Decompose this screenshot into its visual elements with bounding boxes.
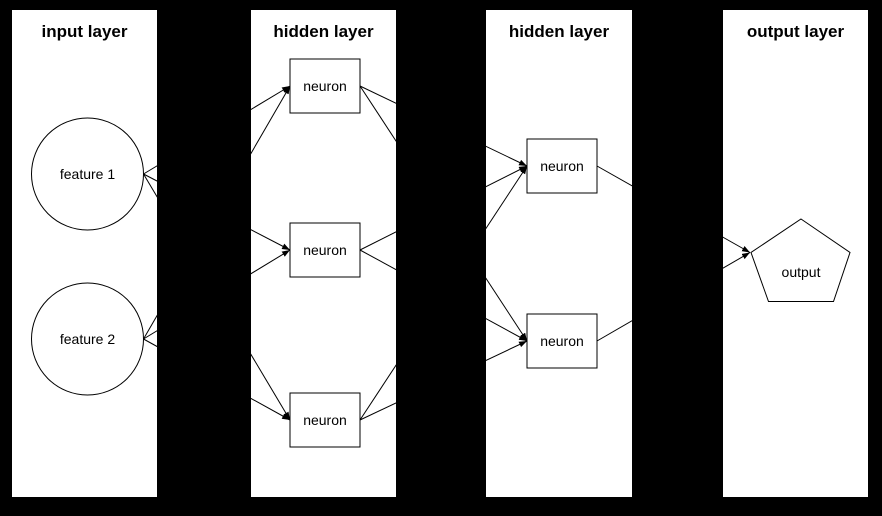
- edge-h1n2-h2n1: [359, 165, 528, 251]
- edge-h1n3-h2n1: [359, 165, 528, 421]
- node-h1n2: [289, 222, 361, 278]
- node-h1n3: [289, 392, 361, 448]
- edge-feature2-h1n1: [143, 85, 291, 340]
- panel-input-layer: [12, 10, 157, 497]
- node-feature1: [31, 117, 144, 231]
- node-h1n2-label: neuron: [303, 242, 347, 258]
- node-h2n2: [526, 313, 598, 369]
- edge-feature2-h1n3: [143, 338, 291, 421]
- node-h2n1-label: neuron: [540, 158, 584, 174]
- node-feature1-label: feature 1: [60, 166, 115, 182]
- edge-feature2-h1n2: [143, 249, 291, 340]
- layer-title-hidden-2: hidden layer: [509, 22, 610, 41]
- node-feature2: [31, 282, 144, 396]
- edge-feature1-h1n3: [143, 173, 291, 421]
- node-h1n1-label: neuron: [303, 78, 347, 94]
- node-output: [750, 218, 851, 302]
- node-output-label: output: [782, 264, 821, 280]
- layer-title-output: output layer: [747, 22, 845, 41]
- edge-h1n3-h2n2: [359, 340, 528, 421]
- edge-feature1-h1n1: [143, 85, 291, 175]
- node-h2n2-label: neuron: [540, 333, 584, 349]
- edge-h1n2-h2n2: [359, 249, 528, 342]
- node-h1n1: [289, 58, 361, 114]
- layer-title-input: input layer: [42, 22, 128, 41]
- edge-h2n1-output: [596, 165, 751, 253]
- panel-hidden-layer-2: [486, 10, 632, 497]
- edge-h1n1-h2n2: [359, 85, 528, 342]
- edge-h1n1-h2n1: [359, 85, 528, 167]
- layer-title-hidden-1: hidden layer: [273, 22, 374, 41]
- node-h1n3-label: neuron: [303, 412, 347, 428]
- node-h2n1: [526, 138, 598, 194]
- node-feature2-label: feature 2: [60, 331, 115, 347]
- edge-h2n2-output: [596, 252, 751, 342]
- edge-group: [143, 85, 751, 421]
